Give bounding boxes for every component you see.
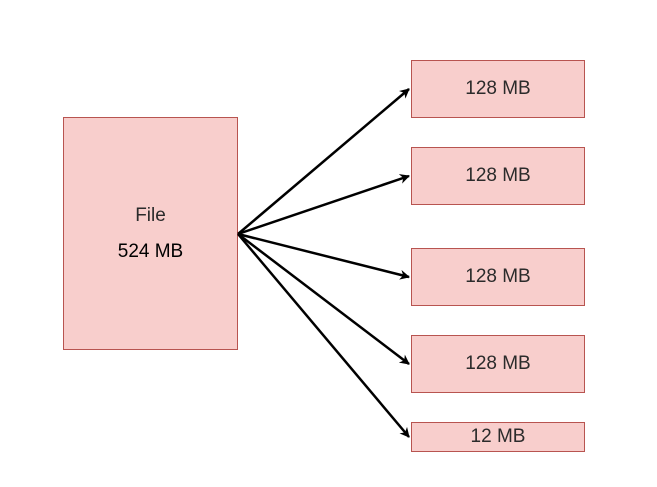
arrow-to-block-3 <box>237 232 410 280</box>
block-1: 128 MB <box>411 60 585 118</box>
file-title: File <box>135 204 166 226</box>
arrow-to-block-4 <box>237 233 410 365</box>
block-4: 128 MB <box>411 335 585 393</box>
arrow-to-block-5 <box>237 233 410 438</box>
block-5: 12 MB <box>411 422 585 452</box>
file-size: 524 MB <box>117 240 184 262</box>
file-box: File 524 MB <box>63 117 238 350</box>
block-3: 128 MB <box>411 248 585 306</box>
arrow-to-block-1 <box>237 88 410 235</box>
block-2: 128 MB <box>411 147 585 205</box>
arrow-to-block-2 <box>237 174 410 236</box>
